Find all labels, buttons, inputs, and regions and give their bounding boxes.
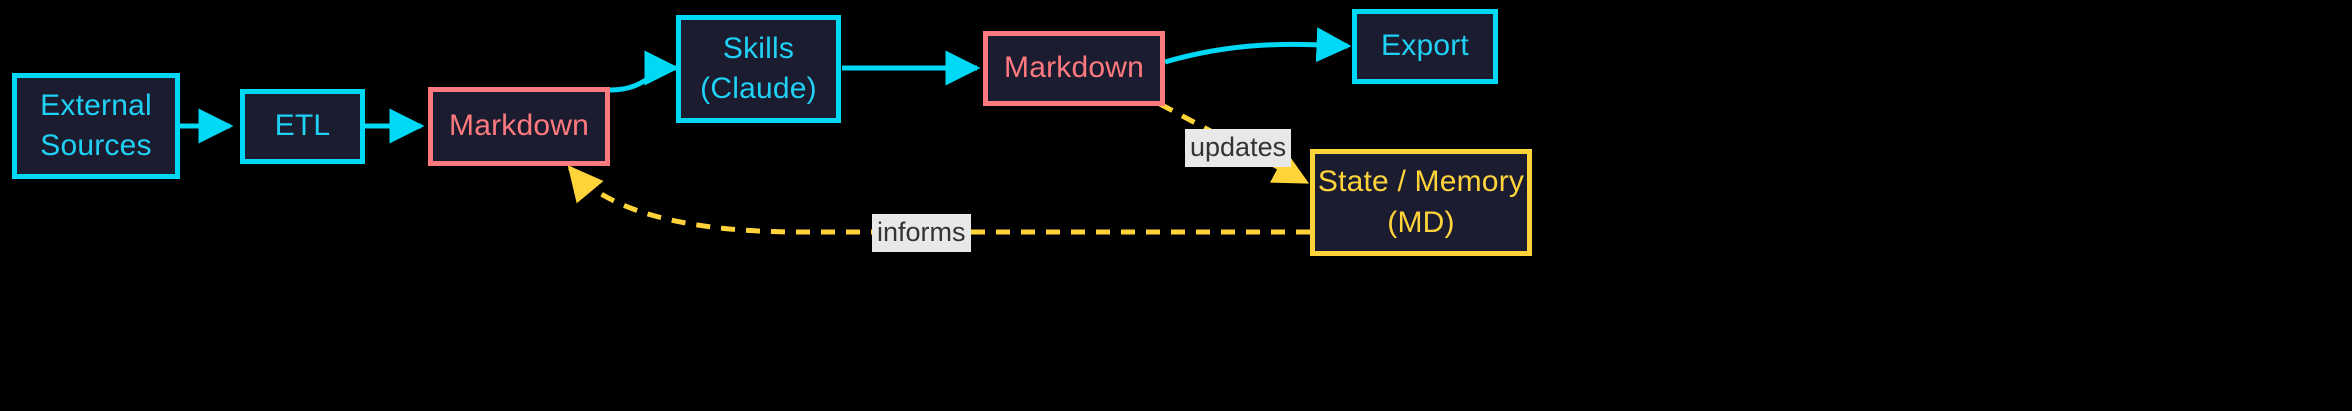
node-etl-line-1: ETL bbox=[274, 109, 331, 143]
node-export-line-1: Export bbox=[1381, 29, 1469, 63]
node-skills-claude[interactable]: Skills (Claude) bbox=[676, 15, 841, 123]
node-external-sources-line-2: Sources bbox=[40, 129, 152, 162]
edge-state-memory-to-markdown-1 bbox=[567, 165, 1310, 235]
node-markdown-2-line-1: Markdown bbox=[1004, 51, 1144, 85]
node-markdown-1[interactable]: Markdown bbox=[428, 87, 610, 166]
node-etl[interactable]: ETL bbox=[240, 89, 365, 164]
node-markdown-1-line-1: Markdown bbox=[449, 109, 589, 143]
node-state-memory-line-1: State / Memory bbox=[1317, 165, 1525, 198]
node-state-memory-line-2: (MD) bbox=[1387, 205, 1455, 239]
node-state-memory[interactable]: State / Memory (MD) bbox=[1310, 149, 1532, 256]
node-skills-claude-line-2: (Claude) bbox=[700, 72, 817, 105]
edge-label-informs: informs bbox=[872, 214, 971, 253]
node-external-sources-line-1: External bbox=[40, 88, 152, 122]
node-skills-claude-line-1: Skills bbox=[722, 31, 795, 65]
edge-markdown-1-to-skills bbox=[609, 50, 680, 93]
node-export[interactable]: Export bbox=[1352, 9, 1498, 84]
edge-label-updates: updates bbox=[1185, 129, 1292, 168]
edge-markdown-2-to-export bbox=[1164, 27, 1352, 65]
node-markdown-2[interactable]: Markdown bbox=[983, 31, 1165, 106]
node-external-sources[interactable]: External Sources bbox=[12, 73, 180, 179]
